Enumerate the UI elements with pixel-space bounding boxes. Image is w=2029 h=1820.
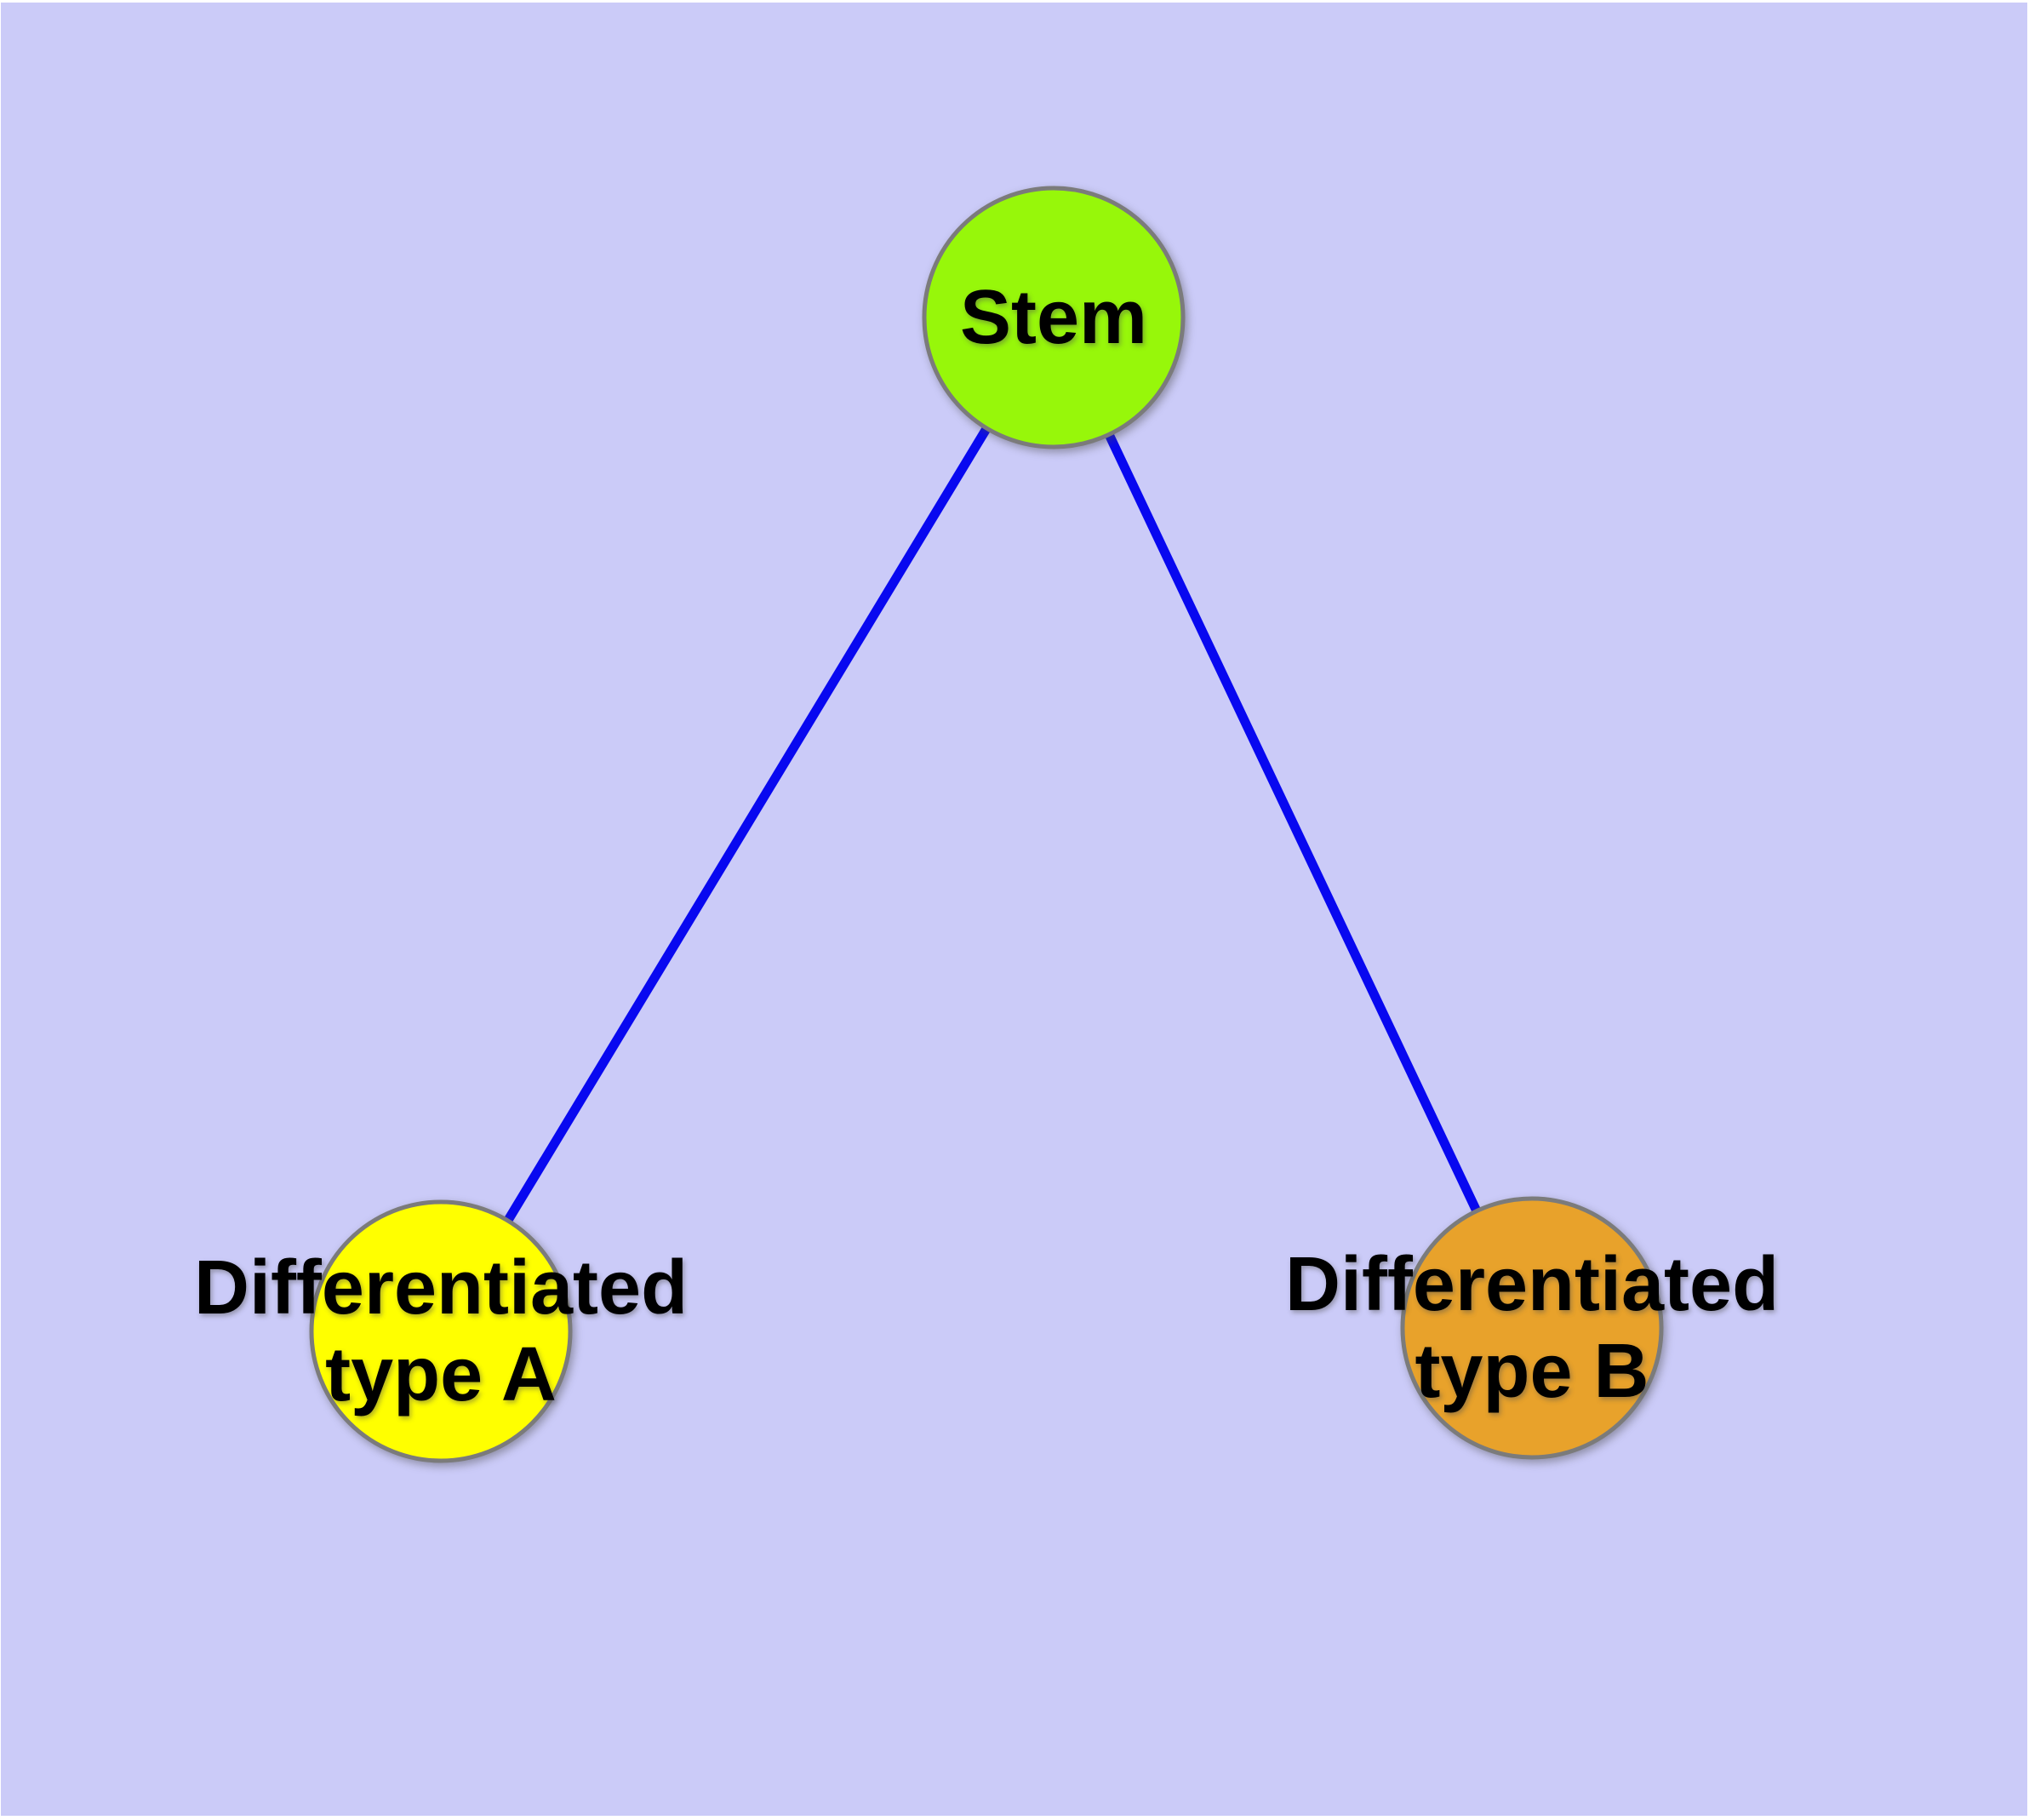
node-diff-a-circle xyxy=(309,1199,573,1463)
edge-stem-diff-a xyxy=(437,315,1058,1334)
node-diff-b-circle xyxy=(1400,1196,1664,1460)
edge-stem-diff-b xyxy=(1049,315,1536,1331)
node-stem-circle xyxy=(922,186,1186,449)
